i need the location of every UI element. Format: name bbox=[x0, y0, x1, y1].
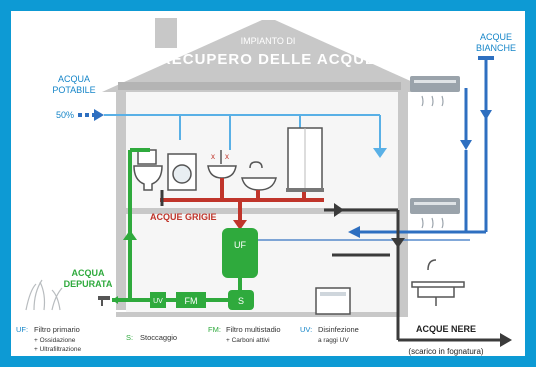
black-water-arrow-down bbox=[391, 238, 405, 248]
white-water-label-line1: ACQUE bbox=[480, 32, 512, 42]
title-line1: IMPIANTO DI bbox=[241, 36, 296, 46]
legend-s-code: S: bbox=[126, 333, 133, 342]
legend-uf-sub2: + Ultrafiltrazione bbox=[34, 346, 82, 353]
legend-fm-sub1: + Carboni attivi bbox=[226, 337, 270, 344]
legend: UF: Filtro primario + Ossidazione + Ultr… bbox=[16, 325, 359, 353]
legend-uv-code: UV: bbox=[300, 325, 312, 334]
potable-distribution-pipes bbox=[104, 114, 381, 150]
right-wall bbox=[398, 92, 408, 312]
fm-unit bbox=[176, 292, 206, 308]
ground-floor-slab bbox=[116, 312, 408, 317]
black-water-outlet-arrow bbox=[500, 333, 512, 347]
grey-water-down-arrow bbox=[233, 220, 247, 230]
potable-inlet-arrow bbox=[78, 109, 104, 121]
chimney bbox=[155, 18, 177, 48]
roof bbox=[102, 20, 435, 92]
sewer-note: (scarico in fognatura) bbox=[408, 347, 483, 356]
roof-eave bbox=[118, 82, 401, 90]
legend-uf-code: UF: bbox=[16, 325, 28, 334]
legend-s-text: Stoccaggio bbox=[140, 333, 177, 342]
potable-percent: 50% bbox=[56, 110, 74, 120]
uf-unit bbox=[222, 228, 258, 278]
uv-unit bbox=[150, 292, 166, 308]
purified-label-line1: ACQUA bbox=[72, 268, 105, 278]
potable-down-arrow bbox=[373, 148, 387, 158]
legend-uf-sub1: + Ossidazione bbox=[34, 337, 76, 344]
purified-label-line2: DEPURATA bbox=[64, 279, 113, 289]
black-water-label: ACQUE NERE bbox=[416, 324, 476, 334]
legend-uf-text: Filtro primario bbox=[34, 325, 80, 334]
s-unit-label: S bbox=[238, 296, 244, 306]
potable-label-line2: POTABILE bbox=[52, 85, 95, 95]
legend-fm-code: FM: bbox=[208, 325, 221, 334]
recovery-left-arrow bbox=[112, 296, 118, 304]
black-water-arrow-upper bbox=[334, 203, 344, 217]
ac-unit-upper bbox=[410, 76, 460, 107]
kitchen-sink-fixture bbox=[411, 259, 465, 306]
s-unit bbox=[228, 290, 254, 310]
uf-unit-label: UF bbox=[234, 240, 246, 250]
legend-uv-sub1: a raggi UV bbox=[318, 337, 349, 344]
grass-decoration bbox=[25, 279, 63, 311]
potable-label-line1: ACQUA bbox=[58, 74, 90, 84]
fm-unit-label: FM bbox=[185, 296, 198, 306]
washing-machine-fixture bbox=[167, 153, 197, 191]
grey-water-pipes bbox=[160, 178, 324, 222]
grey-water-label: ACQUE GRIGIE bbox=[150, 212, 217, 222]
dishwasher-fixture bbox=[315, 287, 351, 315]
floor-slab bbox=[116, 208, 408, 214]
left-wall bbox=[116, 92, 126, 310]
white-water-downpipe bbox=[238, 56, 494, 241]
white-water-label-line2: BIANCHE bbox=[476, 43, 516, 53]
shower-fixture bbox=[286, 127, 324, 192]
ac-unit-lower bbox=[410, 198, 460, 229]
recovery-up-arrow bbox=[123, 230, 137, 240]
svg-text:x: x bbox=[225, 152, 229, 161]
garden-tap-icon bbox=[98, 296, 110, 306]
legend-uv-text: Disinfezione bbox=[318, 325, 359, 334]
svg-text:x: x bbox=[211, 152, 215, 161]
title-line2: RECUPERO DELLE ACQUE bbox=[160, 51, 376, 68]
uv-unit-label: UV bbox=[153, 298, 163, 305]
legend-fm-text: Filtro multistadio bbox=[226, 325, 281, 334]
